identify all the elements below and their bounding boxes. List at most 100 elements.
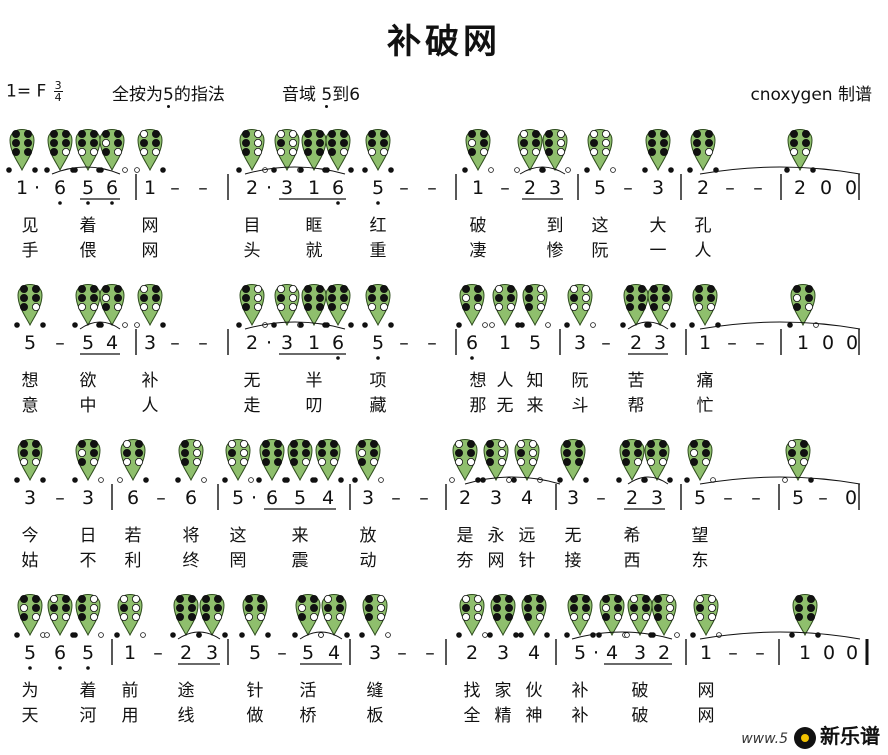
page-title: 补破网 <box>387 22 501 62</box>
ocarina-hole <box>479 147 488 156</box>
lyric-verse-1: 途 <box>178 681 195 701</box>
thumb-hole <box>644 322 650 328</box>
lyric-verse-1: 是 <box>457 526 474 546</box>
lyric-verse-1: 见 <box>22 216 39 236</box>
ocarina-hole <box>690 439 699 448</box>
ocarina-fingering-icon <box>134 129 166 173</box>
ocarina-hole <box>303 147 312 156</box>
lyric-verse-1: 到 <box>547 216 564 236</box>
thumb-hole <box>545 322 551 328</box>
ocarina-hole <box>301 448 310 457</box>
lyric-verse-1: 着 <box>80 681 97 701</box>
ocarina-fingering-icon <box>789 594 821 638</box>
octave-dot-below <box>376 201 380 205</box>
lyric-verse-2: 罔 <box>230 551 247 571</box>
ocarina-hole <box>795 595 804 604</box>
lyric-verse-1: 缝 <box>367 681 384 701</box>
ocarina-hole <box>529 448 538 457</box>
octave-dot-below <box>336 201 340 205</box>
jianpu-note: 5 <box>574 642 586 664</box>
ocarina-hole <box>187 595 196 604</box>
ocarina-fingering-icon <box>72 594 104 638</box>
ocarina-fingering-icon <box>44 594 76 638</box>
ocarina-hole <box>315 138 324 147</box>
jianpu-note: 2 <box>246 332 258 354</box>
thumb-hole <box>388 167 394 173</box>
ocarina-hole <box>467 129 476 138</box>
ocarina-hole <box>376 595 385 604</box>
ocarina-hole <box>297 613 306 622</box>
ocarina-hole <box>323 595 332 604</box>
lyric-verse-1: 补 <box>142 371 159 391</box>
ocarina-hole <box>50 147 59 156</box>
ocarina-hole <box>454 439 463 448</box>
lyric-verse-1: 目 <box>244 216 261 236</box>
ocarina-hole <box>638 284 647 293</box>
ocarina-hole <box>273 457 282 466</box>
ocarina-hole <box>517 457 526 466</box>
ocarina-fingering-icon <box>239 594 271 638</box>
octave-dot-below <box>376 356 380 360</box>
jianpu-note: 1 <box>308 177 320 199</box>
ocarina-hole <box>213 613 222 622</box>
ocarina-fingering-icon <box>564 594 596 638</box>
ocarina-hole <box>529 439 538 448</box>
ocarina-fingering-icon <box>642 129 674 173</box>
ocarina-hole <box>807 604 816 613</box>
ocarina-fingering-icon <box>584 129 616 173</box>
ocarina-hole <box>339 129 348 138</box>
ocarina-hole <box>525 284 534 293</box>
lyric-verse-1: 红 <box>370 216 387 236</box>
ocarina-hole <box>630 595 639 604</box>
thumb-hole <box>201 477 207 483</box>
ocarina-hole <box>256 604 265 613</box>
ocarina-hole <box>11 138 20 147</box>
thumb-hole <box>388 322 394 328</box>
thumb-hole <box>584 167 590 173</box>
jianpu-note: – <box>277 642 287 664</box>
slur-arc <box>699 476 861 485</box>
ocarina-hole <box>303 302 312 311</box>
thumb-hole <box>222 632 228 638</box>
ocarina-hole <box>524 613 533 622</box>
ocarina-hole <box>273 448 282 457</box>
jianpu-note: – <box>397 642 407 664</box>
ocarina-hole <box>327 138 336 147</box>
octave-dot-below <box>58 666 62 670</box>
ocarina-hole <box>50 604 59 613</box>
ocarina-hole <box>536 604 545 613</box>
jianpu-note: 2 <box>658 642 670 664</box>
lyric-verse-2: 震 <box>292 551 309 571</box>
thumb-hole <box>782 477 788 483</box>
ocarina-hole <box>461 595 470 604</box>
ocarina-hole <box>90 293 99 302</box>
jianpu-note: 1 <box>308 332 320 354</box>
ocarina-hole <box>630 604 639 613</box>
slur-arc <box>627 476 669 485</box>
lyric-verse-1: 破 <box>632 681 649 701</box>
ocarina-fingering-icon <box>222 439 254 483</box>
thumb-hole <box>488 167 494 173</box>
thumb-hole <box>236 167 242 173</box>
ocarina-hole <box>545 147 554 156</box>
ocarina-hole <box>532 138 541 147</box>
ocarina-hole <box>151 302 160 311</box>
lyric-verse-2: 阮 <box>592 241 609 261</box>
jianpu-note: – <box>399 332 409 354</box>
jianpu-note: – <box>427 332 437 354</box>
jianpu-note: · <box>251 487 257 509</box>
ocarina-hole <box>32 302 41 311</box>
jianpu-note: – <box>156 487 166 509</box>
ocarina-hole <box>492 604 501 613</box>
ocarina-hole <box>545 138 554 147</box>
ocarina-hole <box>19 613 28 622</box>
ocarina-fingering-icon <box>687 129 719 173</box>
ocarina-fingering-icon <box>134 284 166 328</box>
ocarina-hole <box>32 595 41 604</box>
jianpu-note: 6 <box>106 177 118 199</box>
ocarina-fingering-icon <box>318 594 350 638</box>
ocarina-hole <box>536 613 545 622</box>
thumb-hole <box>810 167 816 173</box>
jianpu-note: 5 <box>82 642 94 664</box>
ocarina-fingering-icon <box>298 284 330 328</box>
